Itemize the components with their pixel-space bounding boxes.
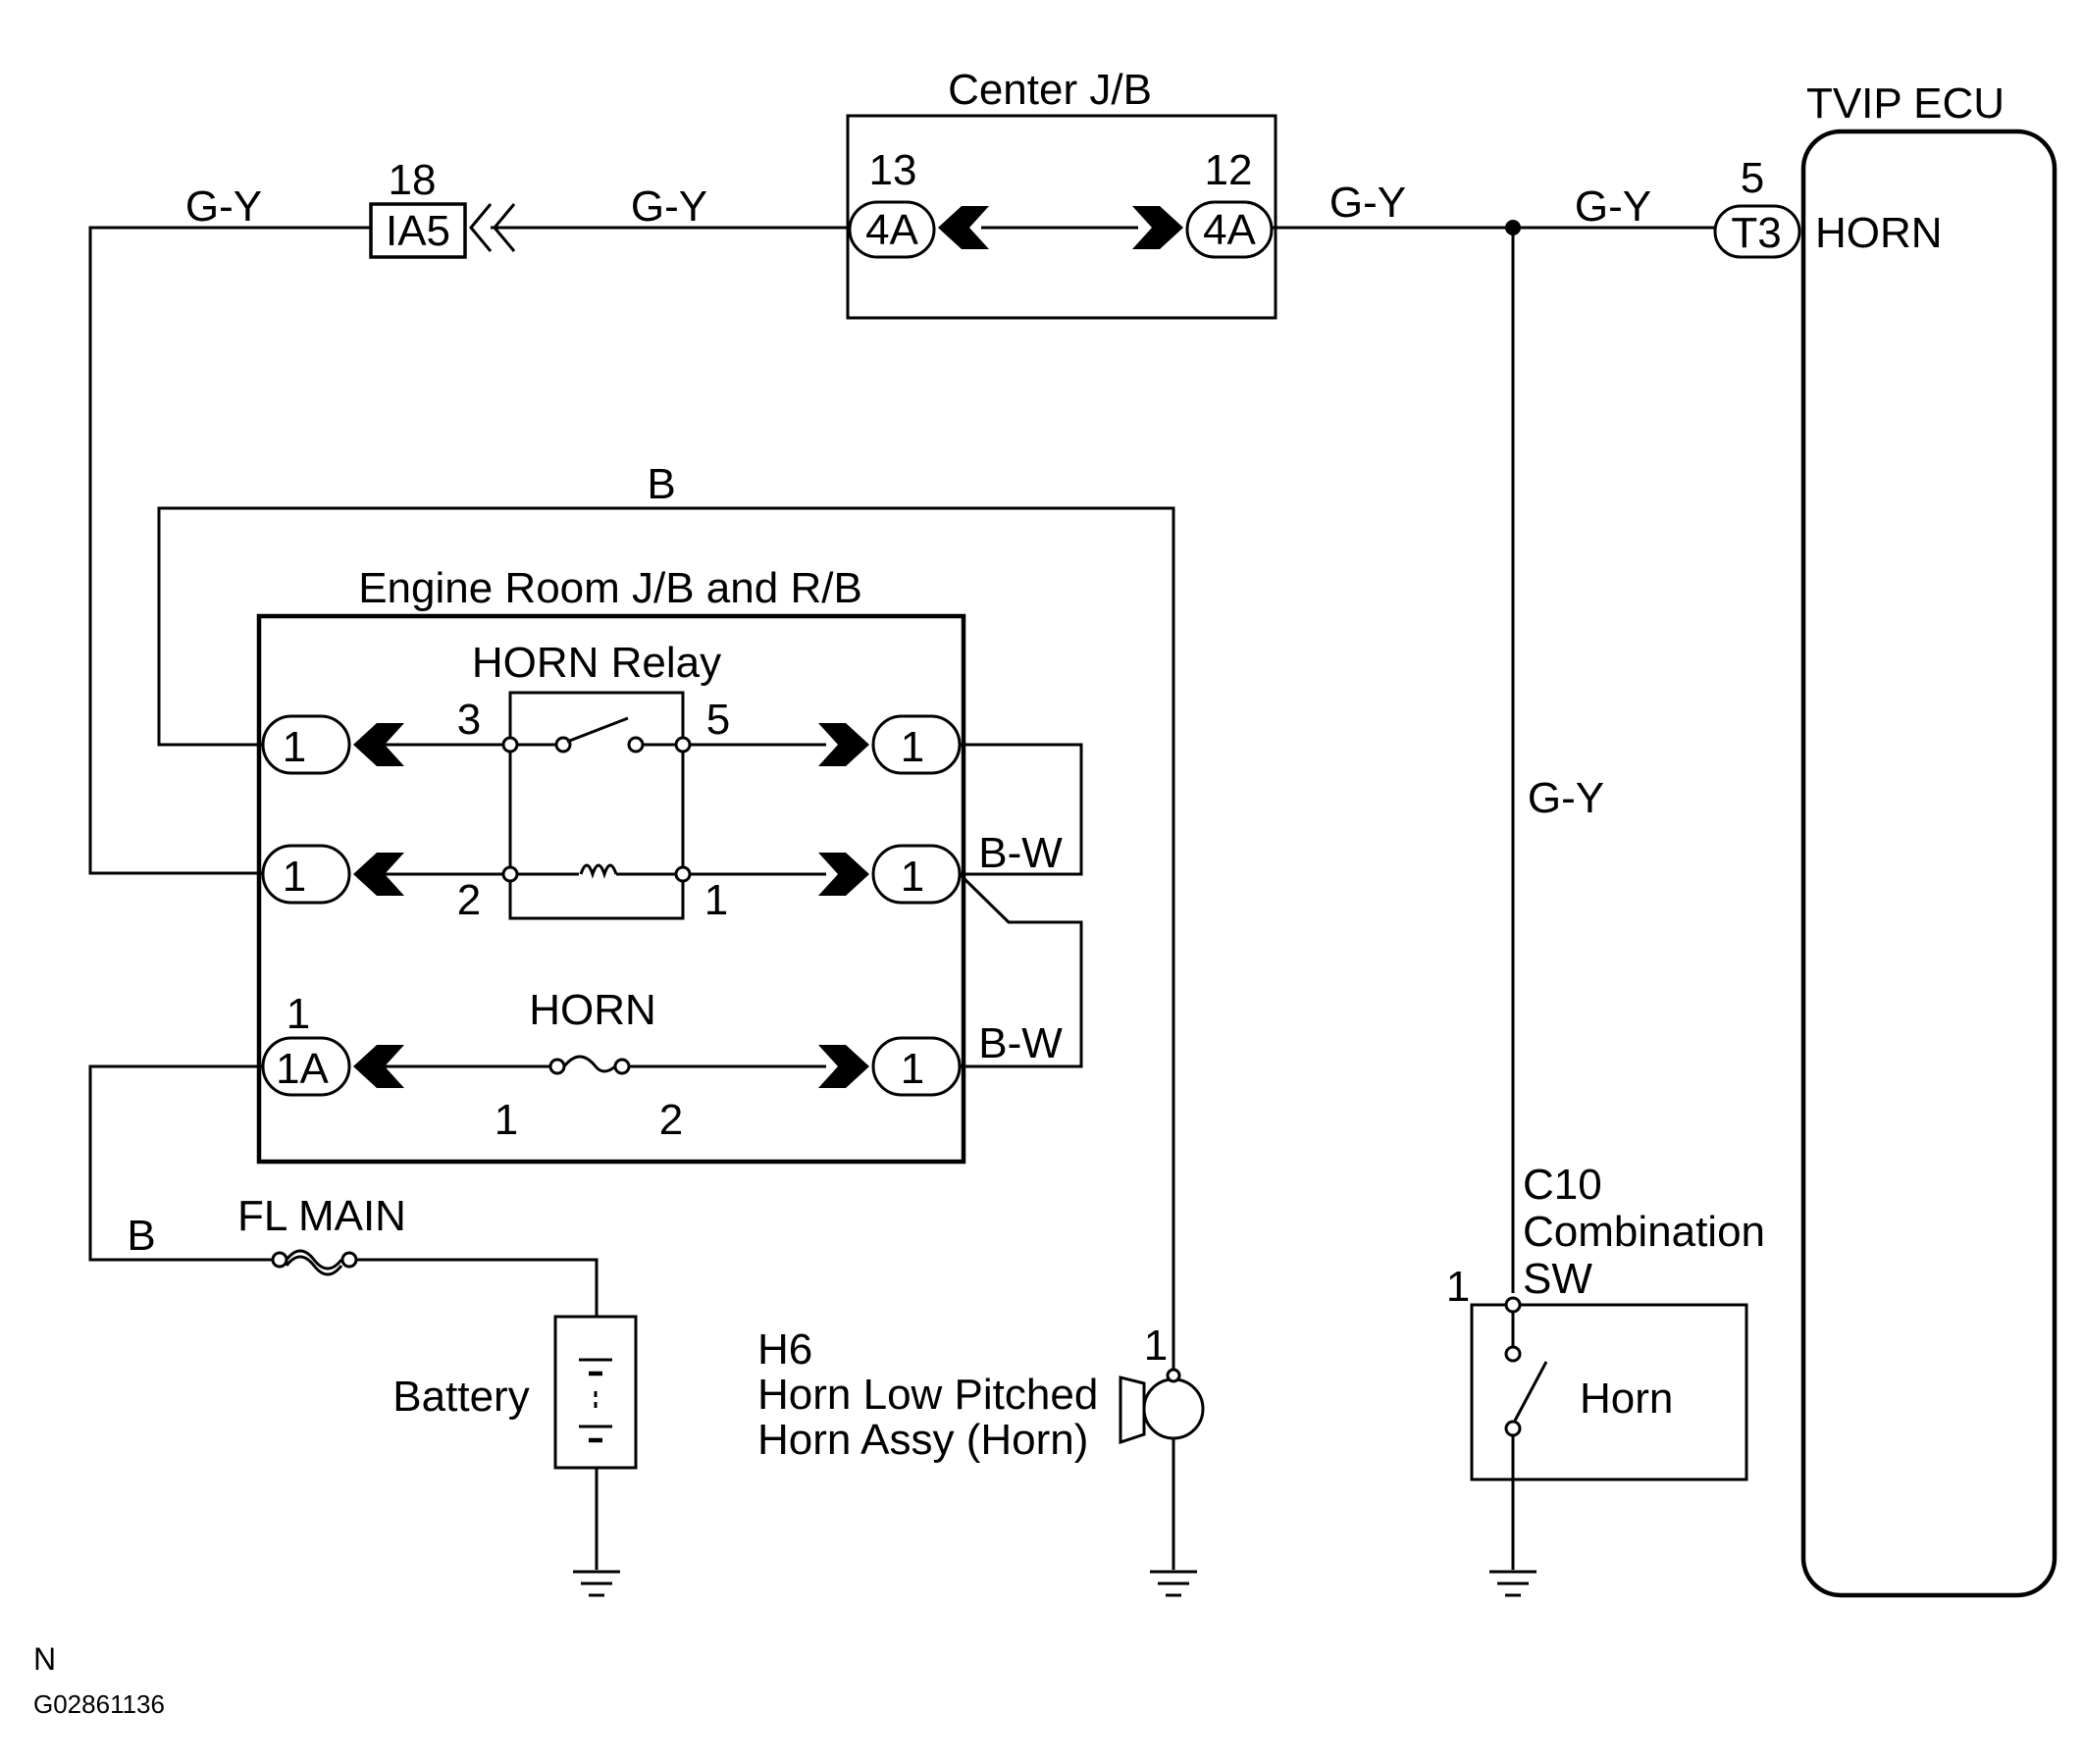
- er-right-connector-1-label: 1: [901, 723, 924, 771]
- center-jb-left-connector-label: 4A: [865, 206, 918, 254]
- wire-label-gy-center-junction: G-Y: [1329, 179, 1406, 227]
- battery-label: Battery: [392, 1373, 529, 1421]
- horn-assy-pin: 1: [1144, 1322, 1168, 1370]
- relay-pin-2: 2: [457, 876, 481, 924]
- center-jb-title: Center J/B: [948, 66, 1152, 114]
- er-right-connector-3-label: 1: [901, 1045, 924, 1093]
- ground-icon: [1150, 1570, 1197, 1597]
- center-jb-right-pin: 12: [1205, 146, 1253, 194]
- center-junction-block: Center J/B 4A 13 4A 12: [846, 66, 1277, 320]
- wire-label-b-top: B: [647, 460, 675, 508]
- figure-code: G02861136: [33, 1689, 165, 1719]
- center-jb-left-pin: 13: [869, 146, 917, 194]
- wire-label-bw-upper: B-W: [978, 829, 1063, 877]
- er-left-connector-2-label: 1: [283, 853, 306, 901]
- center-jb-right-connector-label: 4A: [1203, 206, 1256, 254]
- engine-room-junction-block: Engine Room J/B and R/B 1 1 1 1 1A 1 1: [256, 564, 966, 1165]
- wire-label-bw-lower: B-W: [978, 1019, 1063, 1067]
- wire-label-gy-ia5-center: G-Y: [631, 182, 707, 231]
- center-jb-left-connector: [848, 200, 936, 259]
- comb-sw-horn-label: Horn: [1580, 1375, 1673, 1423]
- relay-pin-3: 3: [457, 696, 481, 744]
- wire-label-gy-vertical: G-Y: [1528, 774, 1604, 822]
- ground-icon: [573, 1570, 620, 1597]
- fl-main-label: FL MAIN: [237, 1192, 406, 1240]
- horn-fuse: HORN 1 2: [495, 986, 683, 1144]
- combination-switch: 1 C10 Combination SW Horn: [1446, 1161, 1765, 1597]
- comb-sw-label-1: C10: [1523, 1161, 1602, 1209]
- er-left-connector-3-label: 1A: [276, 1045, 329, 1093]
- er-left-connector-1: [261, 714, 351, 775]
- horn-assy-label-2: Horn Low Pitched: [757, 1371, 1098, 1419]
- tvip-ecu-title: TVIP ECU: [1806, 79, 2005, 128]
- b-wire-top: B: [157, 460, 1175, 1372]
- comb-sw-label-2: Combination: [1523, 1208, 1765, 1256]
- horn-assy-label-1: H6: [757, 1325, 812, 1374]
- battery-circuit: FL MAIN B Battery: [88, 1064, 638, 1597]
- ecu-horn-terminal-label: HORN: [1815, 209, 1943, 257]
- er-left-connector-2: [261, 844, 351, 905]
- relay-pin-5: 5: [706, 696, 730, 744]
- top-gy-wiring: [88, 220, 1715, 1293]
- horn-relay-title: HORN Relay: [472, 639, 721, 687]
- connector-ia5-pin: 18: [389, 156, 437, 204]
- ground-icon: [1489, 1570, 1537, 1597]
- er-left-connector-1-label: 1: [283, 723, 306, 771]
- er-left-connector-3-pin: 1: [287, 990, 310, 1038]
- ecu-t3-pin: 5: [1741, 154, 1764, 202]
- relay-pin-1: 1: [704, 876, 728, 924]
- connector-ia5: IA5 18: [369, 156, 516, 259]
- horn-relay: HORN Relay 3 5 2 1: [457, 639, 730, 924]
- wire-label-gy-top-left: G-Y: [185, 182, 262, 231]
- wire-label-gy-junction-ecu: G-Y: [1575, 182, 1651, 231]
- fuse-pin-2: 2: [659, 1096, 683, 1144]
- horn-icon: [1142, 1377, 1205, 1440]
- comb-sw-pin: 1: [1446, 1263, 1470, 1311]
- ecu-t3-connector-label: T3: [1731, 209, 1781, 257]
- bw-wiring: B-W B-W: [958, 743, 1083, 1068]
- fuse-pin-1: 1: [495, 1096, 518, 1144]
- relay-coil-icon: [579, 863, 618, 879]
- ecu-t3-connector: [1713, 204, 1801, 259]
- horn-assy: 1 H6 Horn Low Pitched Horn Assy (Horn): [757, 1322, 1205, 1597]
- horn-fuse-label: HORN: [529, 986, 656, 1034]
- wire-junction-dot: [1505, 220, 1521, 235]
- center-jb-right-connector: [1185, 200, 1274, 259]
- tvip-ecu: TVIP ECU T3 5 HORN: [1713, 79, 2058, 1598]
- horn-assy-label-3: Horn Assy (Horn): [757, 1416, 1088, 1464]
- corner-n-label: N: [33, 1641, 56, 1677]
- er-right-connector-2-label: 1: [901, 853, 924, 901]
- wire-label-b-bottom: B: [127, 1212, 155, 1260]
- engine-room-jb-title: Engine Room J/B and R/B: [358, 564, 862, 612]
- fl-main-fuse-icon: [285, 1249, 343, 1271]
- connector-ia5-label: IA5: [386, 207, 450, 255]
- comb-sw-label-3: SW: [1523, 1255, 1592, 1303]
- fuse-icon: [562, 1055, 616, 1073]
